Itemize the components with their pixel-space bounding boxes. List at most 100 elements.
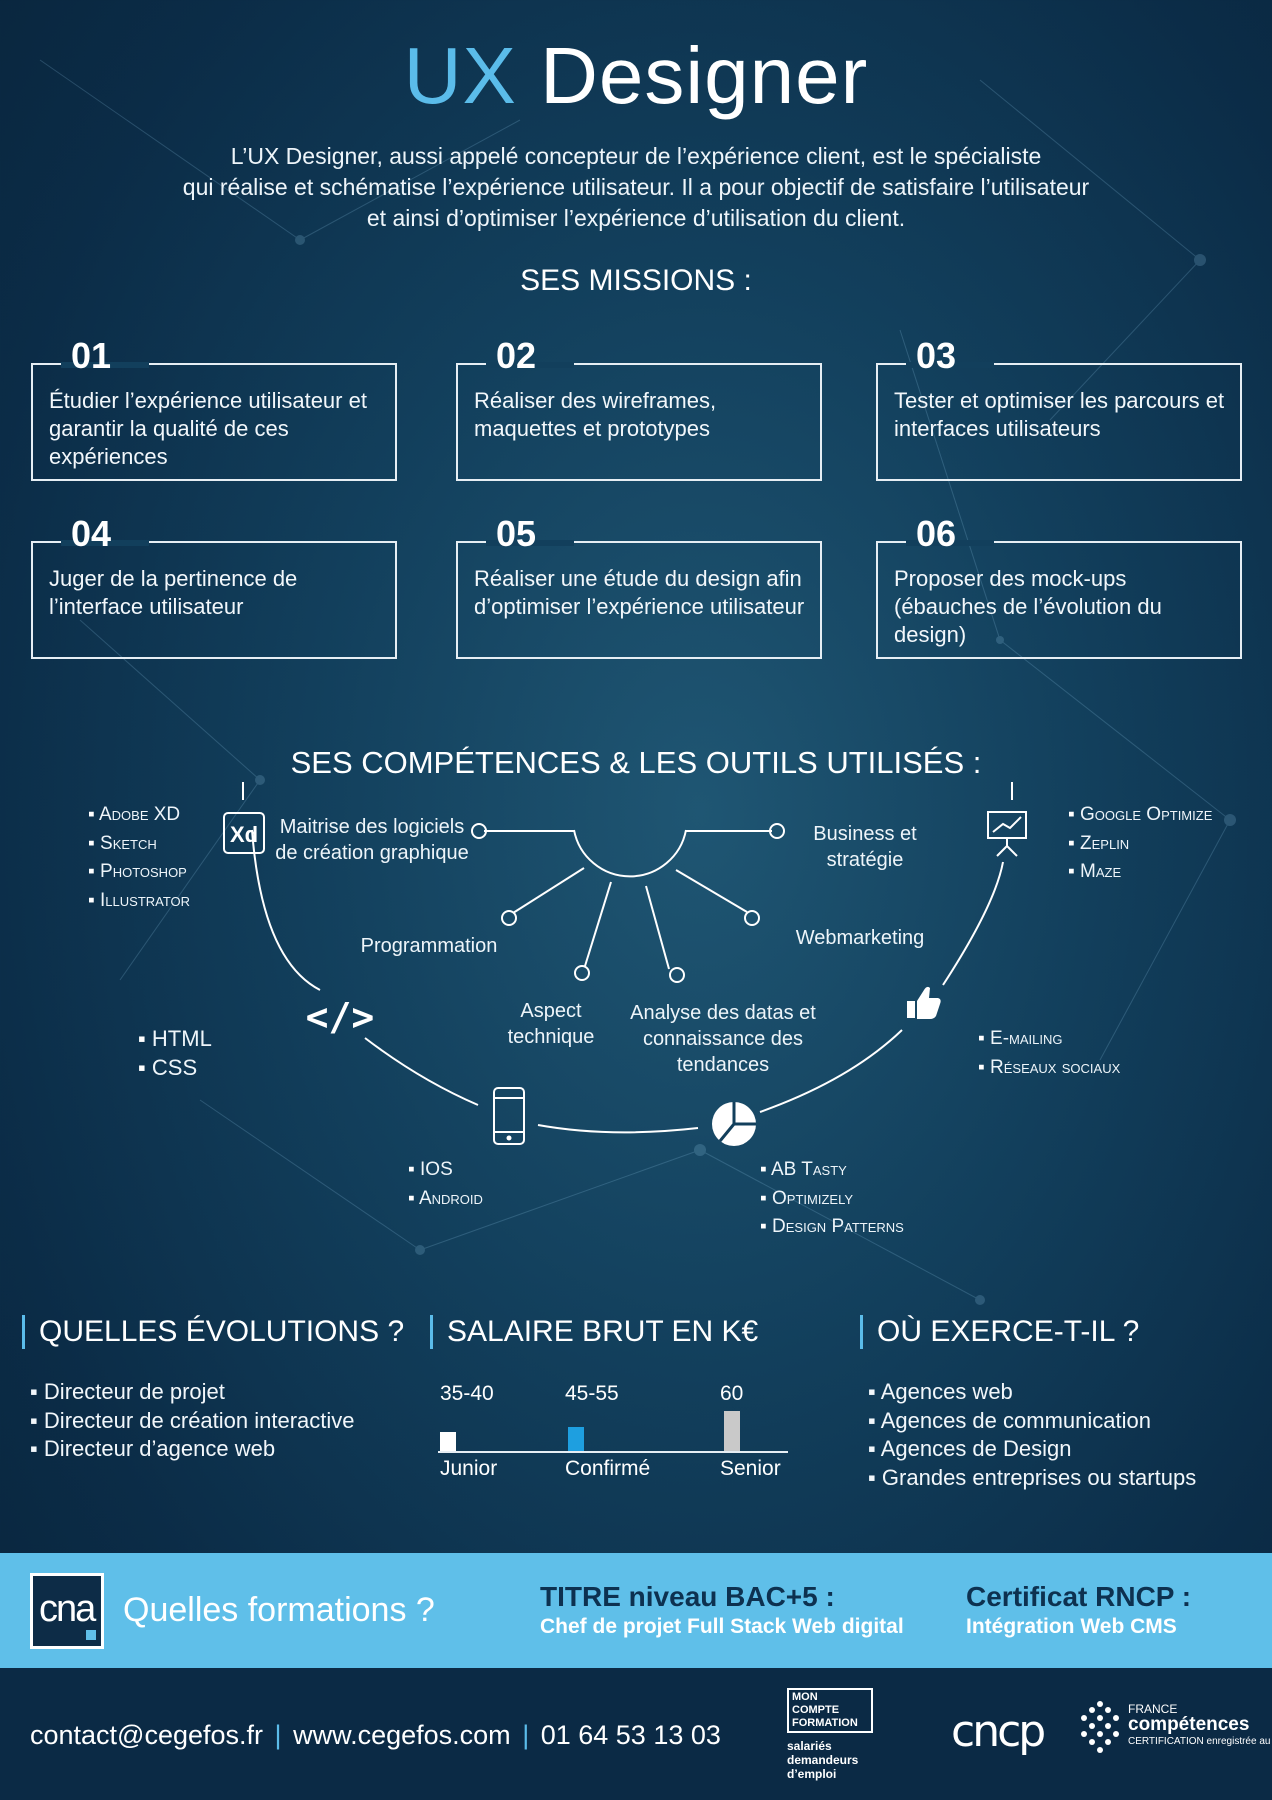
tool-item: E-mailing <box>978 1025 1120 1054</box>
certificat-value: Intégration Web CMS <box>966 1615 1177 1638</box>
mission-card: 06 Proposer des mock-ups (ébauches de l’… <box>876 513 1242 659</box>
tools-google-list: Google Optimize Zeplin Maze <box>1068 801 1212 887</box>
mission-text: Réaliser une étude du design afin d’opti… <box>474 566 805 619</box>
france-competences-dots-icon <box>1081 1701 1119 1753</box>
france-competences-logo: FRANCE compétences CERTIFICATION enregis… <box>1078 1698 1272 1759</box>
separator: | <box>274 1720 282 1750</box>
skills-diagram: Xd </> <box>223 782 1027 1146</box>
contact-line: contact@cegefos.fr | www.cegefos.com | 0… <box>30 1720 721 1751</box>
mission-number: 01 <box>71 335 112 376</box>
salary-range: 45-55 <box>565 1382 619 1405</box>
evolutions-heading: QUELLES ÉVOLUTIONS ? <box>22 1315 404 1349</box>
skill-technical-label: Aspect technique <box>507 1000 595 1048</box>
salary-axis <box>438 1451 788 1453</box>
skill-business-label: Business et stratégie <box>813 823 917 871</box>
mission-number: 05 <box>496 513 537 554</box>
salary-level: Junior <box>440 1457 498 1480</box>
tools-adobe-list: Adobe XD Sketch Photoshop Illustrator <box>88 801 190 915</box>
mission-card: 03 Tester et optimiser les parcours et i… <box>876 335 1242 481</box>
missions-heading: SES MISSIONS : <box>520 264 752 297</box>
code-icon: </> <box>306 995 375 1039</box>
skill-data-label: Analyse des datas et connaissance des te… <box>630 1002 816 1076</box>
certificat-heading: Certificat RNCP : <box>966 1581 1192 1612</box>
salary-level: Senior <box>720 1457 781 1480</box>
title-accent: UX <box>403 31 517 120</box>
skills-heading: SES COMPÉTENCES & LES OUTILS UTILISÉS : <box>290 745 982 780</box>
tool-item: Maze <box>1068 858 1212 887</box>
skill-programming-label: Programmation <box>360 935 498 957</box>
list-item: Directeur de projet <box>30 1378 355 1407</box>
thumbs-up-icon <box>907 986 941 1019</box>
separator: | <box>522 1720 530 1750</box>
intro-line: qui réalise et schématise l’expérience u… <box>182 174 1090 200</box>
tool-item: Design Patterns <box>760 1213 904 1242</box>
mission-card: 01 Étudier l’expérience utilisateur et g… <box>31 335 397 481</box>
tool-item: Photoshop <box>88 858 190 887</box>
tool-item: Adobe XD <box>88 801 190 830</box>
tool-item: Réseaux sociaux <box>978 1054 1120 1083</box>
mission-text: Réaliser des wireframes, maquettes et pr… <box>474 388 717 441</box>
skill-webmarketing-label: Webmarketing <box>795 927 925 949</box>
list-item: Directeur de création interactive <box>30 1407 355 1436</box>
tool-item: Zeplin <box>1068 830 1212 859</box>
salary-bar-confirme <box>568 1427 584 1451</box>
intro-line: et ainsi d’optimiser l’expérience d’util… <box>366 205 906 231</box>
salary-range: 35-40 <box>440 1382 494 1405</box>
mission-number: 02 <box>496 335 537 376</box>
contact-email-link[interactable]: contact@cegefos.fr <box>30 1720 264 1750</box>
tools-mobile-list: IOS Android <box>408 1156 483 1213</box>
footer: contact@cegefos.fr | www.cegefos.com | 0… <box>0 1668 1272 1800</box>
tools-marketing-list: E-mailing Réseaux sociaux <box>978 1025 1120 1082</box>
tool-item: CSS <box>138 1054 212 1083</box>
tool-item: HTML <box>138 1025 212 1054</box>
tool-item: AB Tasty <box>760 1156 904 1185</box>
mission-text: Proposer des mock-ups (ébauches de l’évo… <box>894 566 1162 647</box>
salary-bar-junior <box>440 1432 456 1451</box>
tool-item: Sketch <box>88 830 190 859</box>
tool-item: Illustrator <box>88 887 190 916</box>
mission-number: 06 <box>916 513 957 554</box>
workplaces-list: Agences web Agences de communication Age… <box>868 1378 1197 1493</box>
list-item: Agences de communication <box>868 1407 1196 1436</box>
mission-card: 04 Juger de la pertinence de l’interface… <box>31 513 397 659</box>
mon-compte-formation-logo: MON COMPTE FORMATION salariés demandeurs… <box>787 1688 873 1781</box>
list-item: Grandes entreprises ou startups <box>868 1464 1196 1493</box>
cna-logo-text: cna <box>39 1588 96 1630</box>
workplaces-heading: OÙ EXERCE-T-IL ? <box>860 1315 1139 1349</box>
evolutions-list: Directeur de projet Directeur de créatio… <box>30 1378 355 1464</box>
salary-bar-senior <box>724 1411 740 1451</box>
mission-text: Juger de la pertinence de l’interface ut… <box>49 566 298 619</box>
list-item: Agences web <box>868 1378 1196 1407</box>
formations-question: Quelles formations ? <box>123 1591 435 1629</box>
tools-web-list: HTML CSS <box>138 1025 212 1082</box>
page-title: UX Designer <box>0 30 1272 122</box>
mission-card: 02 Réaliser des wireframes, maquettes et… <box>456 335 822 481</box>
list-item: Agences de Design <box>868 1435 1196 1464</box>
mission-number: 04 <box>71 513 112 554</box>
salary-range: 60 <box>720 1382 744 1405</box>
list-item: Directeur d’agence web <box>30 1435 355 1464</box>
intro-text: L’UX Designer, aussi appelé concepteur d… <box>120 141 1152 234</box>
cna-logo[interactable]: cna <box>30 1573 104 1649</box>
formations-band: cna Quelles formations ? TITRE niveau BA… <box>0 1553 1272 1668</box>
title-rest: Designer <box>540 31 869 120</box>
mission-text: Tester et optimiser les parcours et inte… <box>894 388 1225 441</box>
mission-card: 05 Réaliser une étude du design afin d’o… <box>456 513 822 659</box>
website-link[interactable]: www.cegefos.com <box>293 1720 511 1750</box>
pie-chart-icon <box>712 1102 756 1146</box>
tools-testing-list: AB Tasty Optimizely Design Patterns <box>760 1156 904 1242</box>
salary-heading: SALAIRE BRUT EN K€ <box>430 1315 758 1349</box>
phone-number[interactable]: 01 64 53 13 03 <box>540 1720 721 1750</box>
titre-value: Chef de projet Full Stack Web digital <box>540 1615 904 1638</box>
titre-heading: TITRE niveau BAC+5 : <box>540 1581 835 1612</box>
intro-line: L’UX Designer, aussi appelé concepteur d… <box>230 143 1042 169</box>
mission-number: 03 <box>916 335 957 376</box>
salary-level: Confirmé <box>565 1457 651 1480</box>
tool-item: Android <box>408 1185 483 1214</box>
tool-item: Optimizely <box>760 1185 904 1214</box>
xd-icon: Xd <box>230 822 258 847</box>
tool-item: IOS <box>408 1156 483 1185</box>
mission-text: Étudier l’expérience utilisateur et gara… <box>49 388 367 469</box>
skill-graphics-label: Maitrise des logiciels de création graph… <box>275 816 469 864</box>
tool-item: Google Optimize <box>1068 801 1212 830</box>
